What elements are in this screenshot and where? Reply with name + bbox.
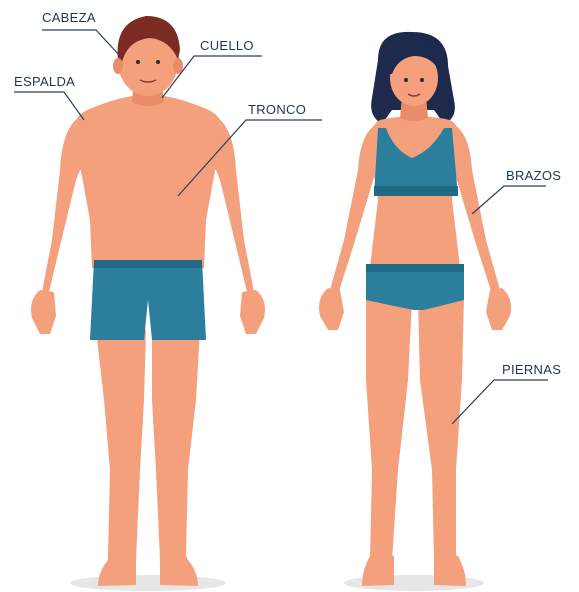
male-right-eye [156, 60, 160, 64]
male-left-eye [136, 60, 140, 64]
male-left-hand [31, 290, 56, 334]
female-right-hand [486, 288, 511, 330]
female-left-leg [366, 296, 412, 560]
male-figure [31, 16, 265, 586]
male-left-leg [96, 330, 146, 572]
label-trunk: TRONCO [248, 102, 306, 117]
male-right-leg [152, 330, 200, 572]
male-right-foot [160, 560, 198, 586]
female-figure [319, 32, 511, 586]
male-left-ear [113, 58, 123, 74]
label-arms: BRAZOS [506, 168, 561, 183]
male-right-hand [240, 290, 265, 334]
female-right-foot [434, 556, 466, 586]
arms-leader-line [472, 186, 546, 214]
male-left-foot [98, 560, 136, 586]
female-left-foot [362, 556, 394, 586]
female-bikini-bottom-band [366, 264, 464, 272]
label-head: CABEZA [42, 10, 96, 25]
label-back: ESPALDA [14, 74, 75, 89]
head-leader-line [42, 30, 120, 56]
male-shorts [90, 260, 206, 340]
female-left-hand [319, 288, 344, 330]
male-torso [72, 94, 224, 268]
male-shorts-waistband [94, 260, 202, 268]
label-legs: PIERNAS [502, 362, 561, 377]
female-left-eye [404, 78, 408, 82]
legs-leader-line [452, 380, 548, 424]
female-right-leg [418, 296, 464, 560]
female-right-eye [420, 78, 424, 82]
back-leader-line [14, 92, 84, 120]
label-neck: CUELLO [200, 38, 254, 53]
female-bikini-top-band [374, 186, 458, 196]
male-ground-shadow [70, 575, 226, 591]
